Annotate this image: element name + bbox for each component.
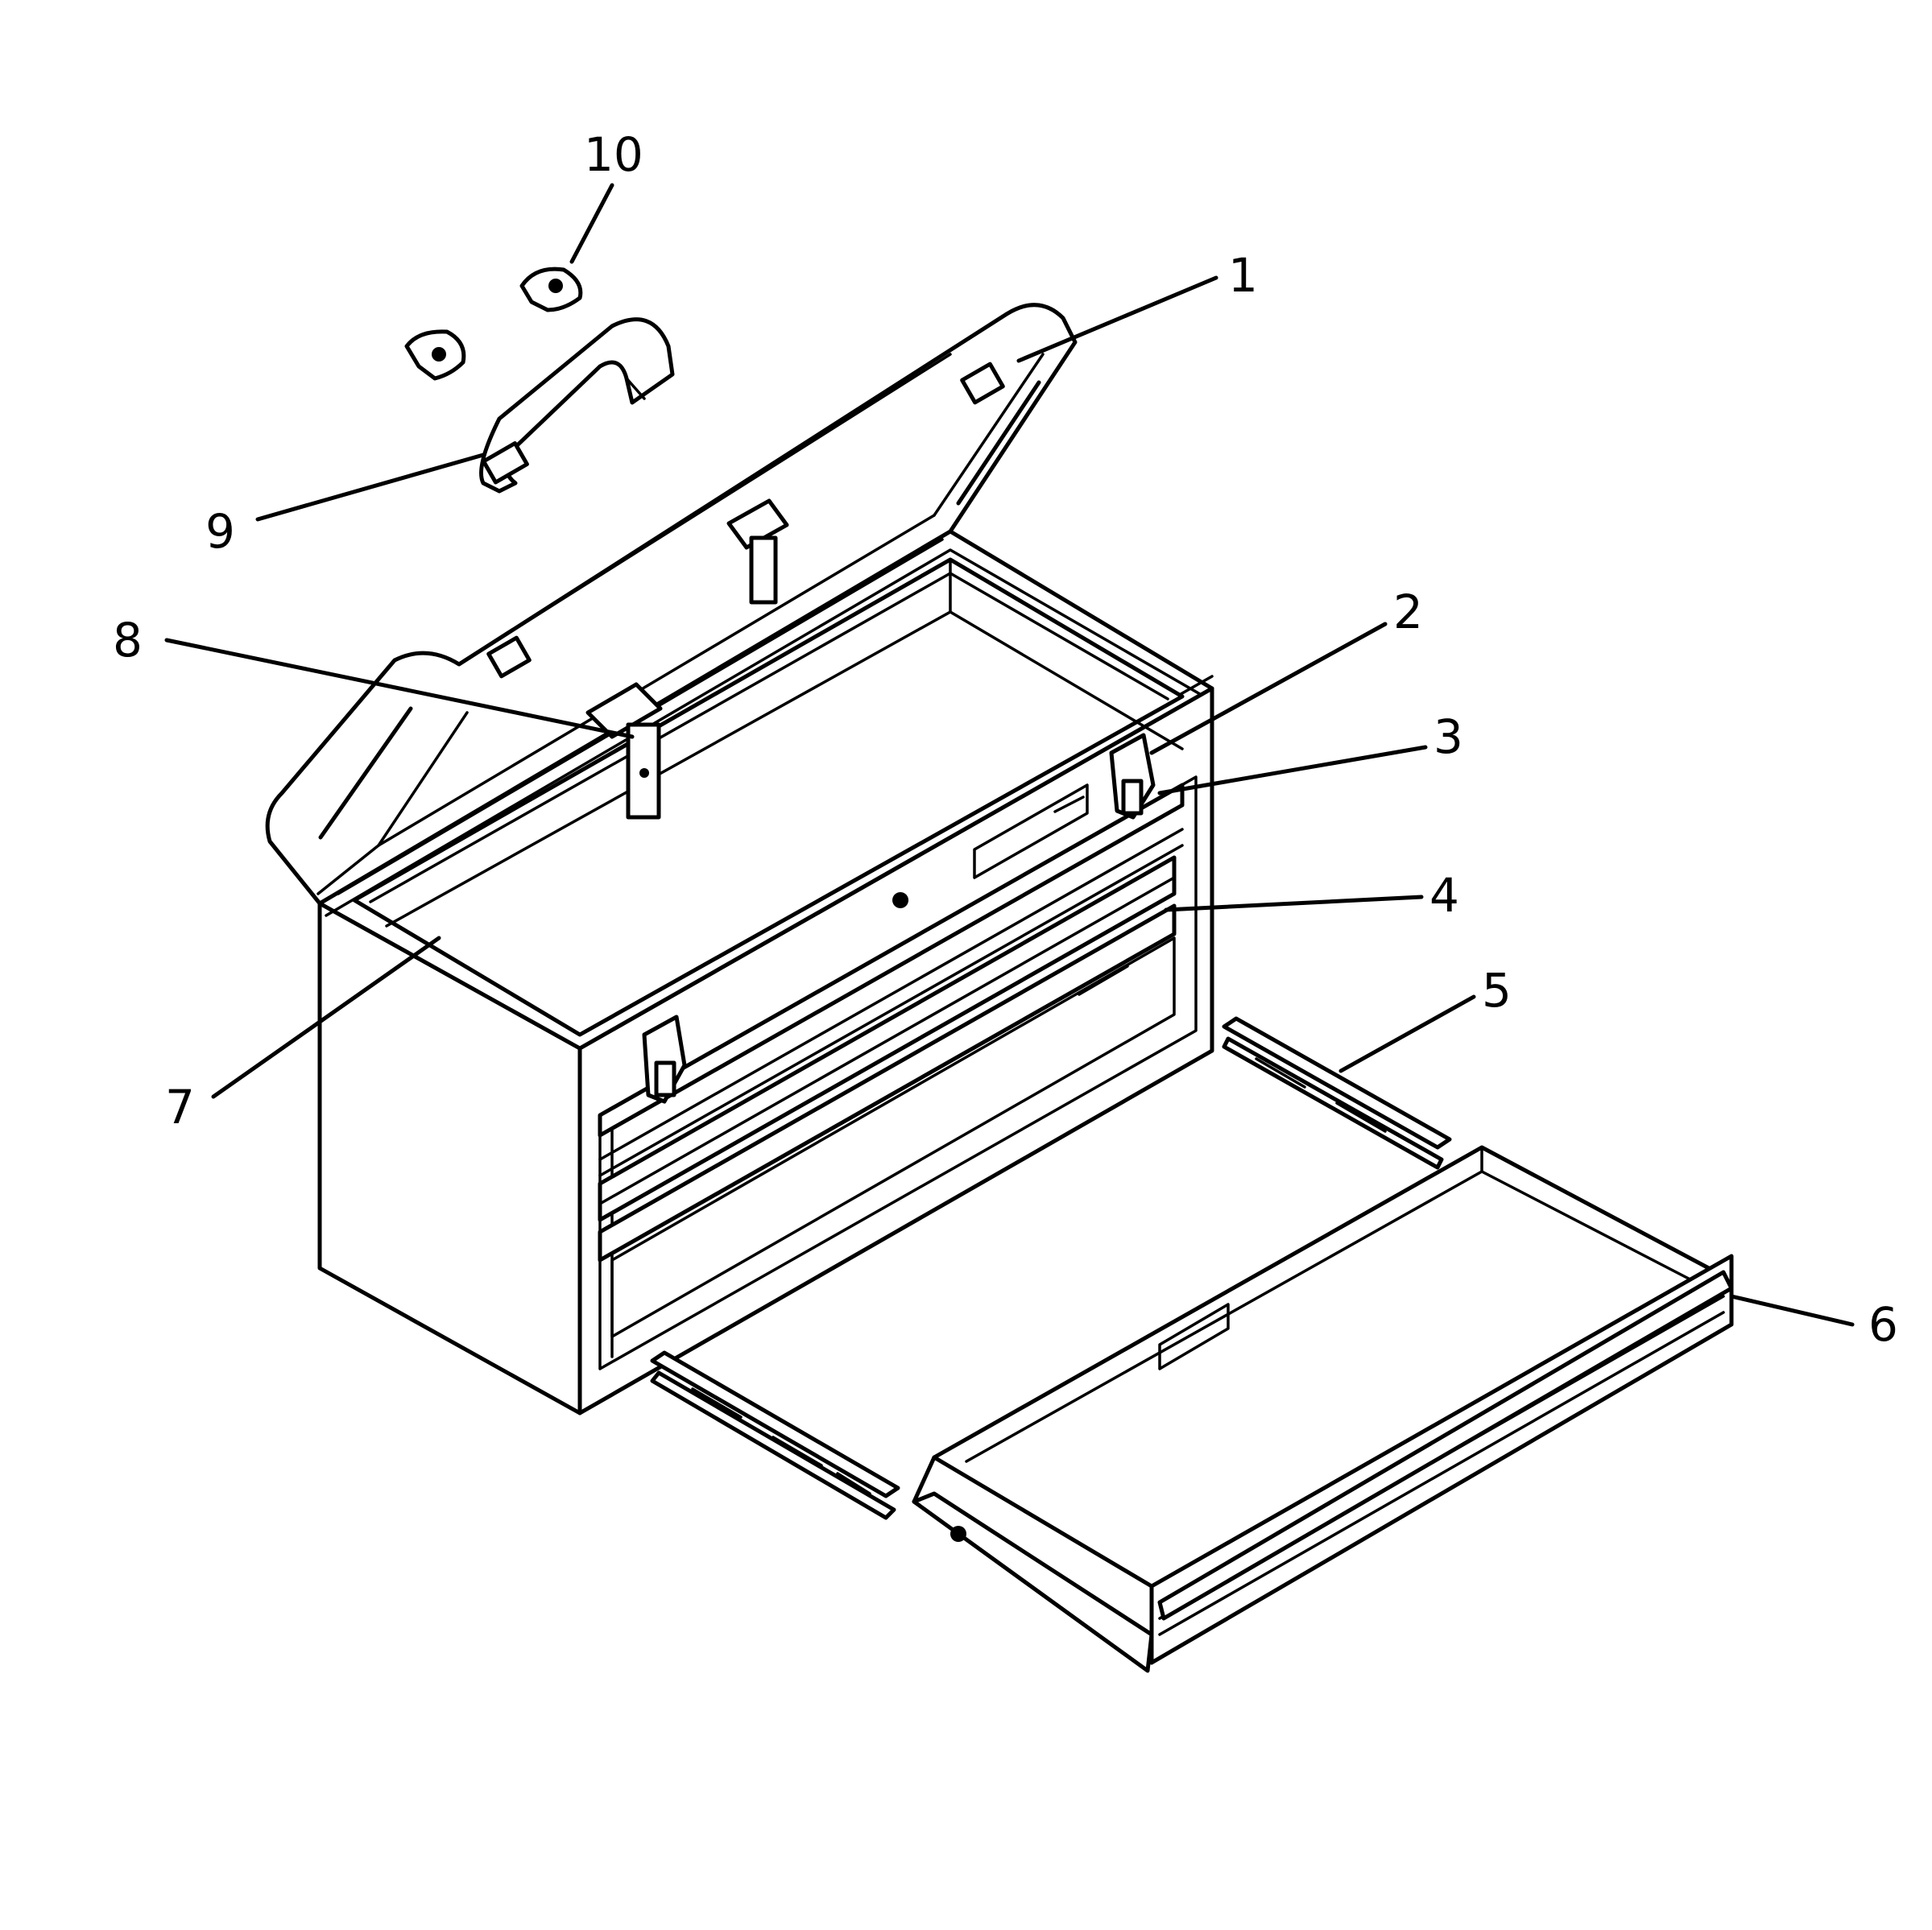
leader-7 [211,936,441,1099]
leader-4 [1164,895,1424,912]
callout-numbers: 1 2 3 4 5 6 7 8 9 10 [113,127,1898,1352]
leader-8 [164,638,635,739]
drawer-slide-front [650,1350,900,1520]
callout-1: 1 [1228,248,1258,303]
chest-lid [265,303,1078,906]
handle-end-cap-right [519,267,583,312]
leader-1 [1016,275,1218,363]
leader-9 [255,453,486,522]
callout-10: 10 [584,127,643,182]
callout-6: 6 [1868,1297,1898,1352]
leader-lines [164,183,1855,1327]
handle [479,317,675,494]
leader-5 [1338,994,1476,1073]
leader-2 [1149,622,1388,755]
drawer-slide-rear [1222,1016,1452,1170]
callout-4: 4 [1429,868,1459,923]
handle-end-cap-left [404,329,466,381]
latch-right [1109,733,1156,820]
callout-7: 7 [165,1080,195,1134]
chest-body [317,529,1214,1415]
drawer [912,1145,1734,1673]
latch-left [642,1015,687,1104]
callout-3: 3 [1433,709,1463,764]
leader-3 [1157,745,1428,796]
leader-6 [1729,1294,1855,1327]
callout-2: 2 [1393,585,1423,639]
callout-9: 9 [205,504,235,559]
callout-5: 5 [1482,963,1512,1018]
leader-10 [569,183,614,264]
callout-8: 8 [113,613,143,667]
